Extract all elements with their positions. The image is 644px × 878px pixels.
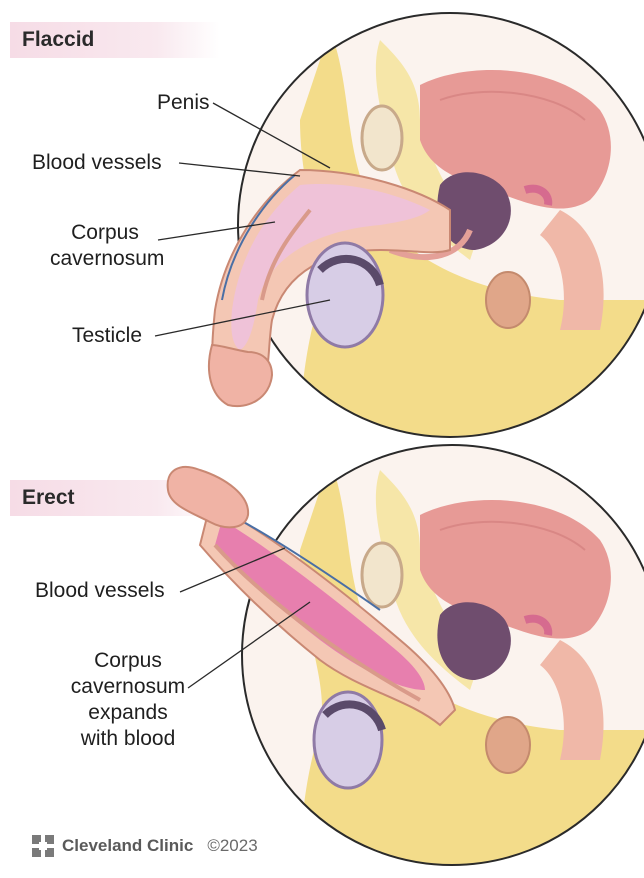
label-corpus-expands: Corpus cavernosum expands with blood	[58, 648, 198, 752]
label-blood-vessels-flaccid: Blood vessels	[32, 151, 162, 174]
erect-penis	[166, 465, 457, 727]
flaccid-title: Flaccid	[10, 22, 220, 58]
corpus-line2: cavernosum	[50, 247, 165, 270]
erect-cross-section	[242, 445, 644, 865]
flaccid-penis	[208, 168, 451, 408]
footer: Cleveland Clinic ©2023	[32, 832, 258, 860]
corpus-line1: Corpus	[71, 221, 139, 244]
expand-line1: Corpus	[94, 649, 162, 672]
footer-copyright: ©2023	[207, 836, 258, 855]
footer-brand: Cleveland Clinic	[62, 836, 194, 855]
label-testicle: Testicle	[72, 324, 143, 347]
label-blood-vessels-erect: Blood vessels	[35, 579, 165, 602]
label-penis: Penis	[157, 91, 210, 114]
erect-magnifier-ring	[241, 444, 644, 866]
cleveland-clinic-logo-icon	[32, 835, 54, 857]
expand-line3: expands	[88, 701, 168, 724]
expand-line2: cavernosum	[70, 675, 186, 698]
expand-line4: with blood	[80, 727, 176, 750]
label-corpus-cavernosum: Corpus cavernosum	[50, 220, 165, 272]
flaccid-magnifier-ring	[237, 12, 644, 438]
leader-lines	[154, 102, 331, 689]
